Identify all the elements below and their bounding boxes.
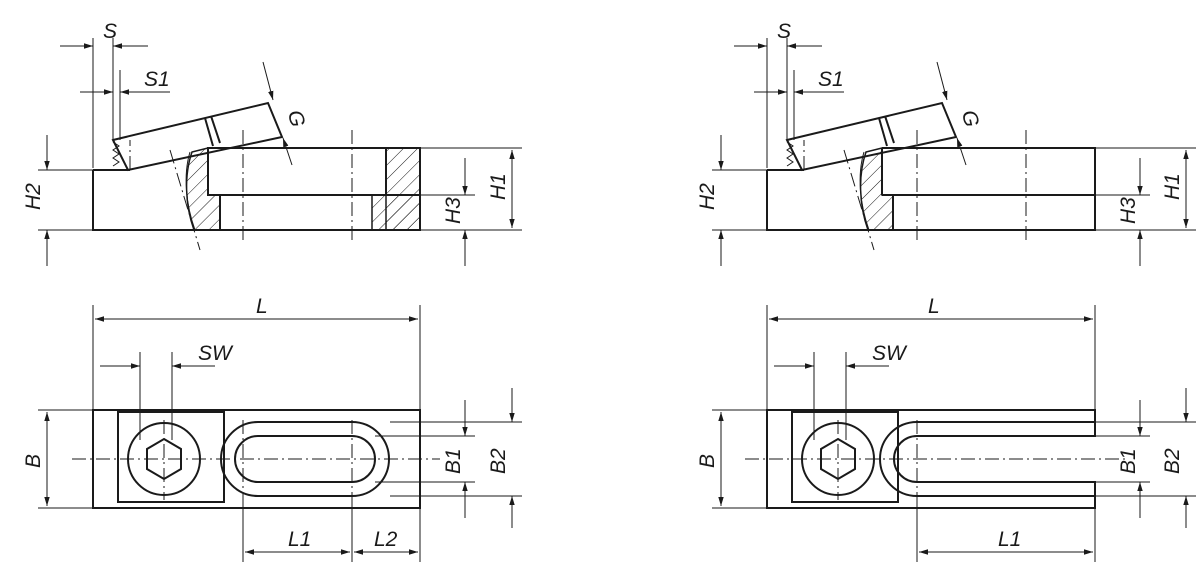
right-side-view: S S1 G H2 H3 H1 [696,20,1196,266]
right-dimension-h3-label: H3 [1117,197,1140,224]
right-dimension-sw-label: SW [872,342,908,365]
right-dimension-b-label: B [696,454,719,468]
dimension-b1-label: B1 [442,448,465,474]
right-dimension-s1-label: S1 [818,68,844,91]
right-dimension-b1-label: B1 [1117,448,1140,474]
dimension-l-label: L [256,295,268,318]
dimension-b2-label: B2 [487,448,510,474]
right-dimension-h2-label: H2 [696,183,719,210]
right-top-view: L SW B B1 B2 L1 [696,295,1196,562]
dimension-h2-label: H2 [22,183,45,210]
dimension-b-label: B [22,454,45,468]
right-dimension-l-label: L [928,295,940,318]
dimension-g-label: G [283,108,309,129]
right-dimension-s-label: S [777,20,791,43]
right-dimension-b2-label: B2 [1161,448,1184,474]
right-dimension-h1-label: H1 [1161,173,1184,200]
dimension-h1-label: H1 [487,173,510,200]
dimension-sw-label: SW [198,342,234,365]
dimension-s1-label: S1 [144,68,170,91]
dimension-h3-label: H3 [442,197,465,224]
right-dimension-l1-label: L1 [998,528,1021,551]
left-side-view: S S1 G H2 H3 H1 [22,20,522,266]
dimension-l2-label: L2 [374,528,398,551]
right-dimension-g-label: G [957,108,983,129]
dimension-s-label: S [103,20,117,43]
left-top-view: L SW B B1 B2 L1 L2 [22,295,522,562]
dimension-l1-label: L1 [288,528,311,551]
